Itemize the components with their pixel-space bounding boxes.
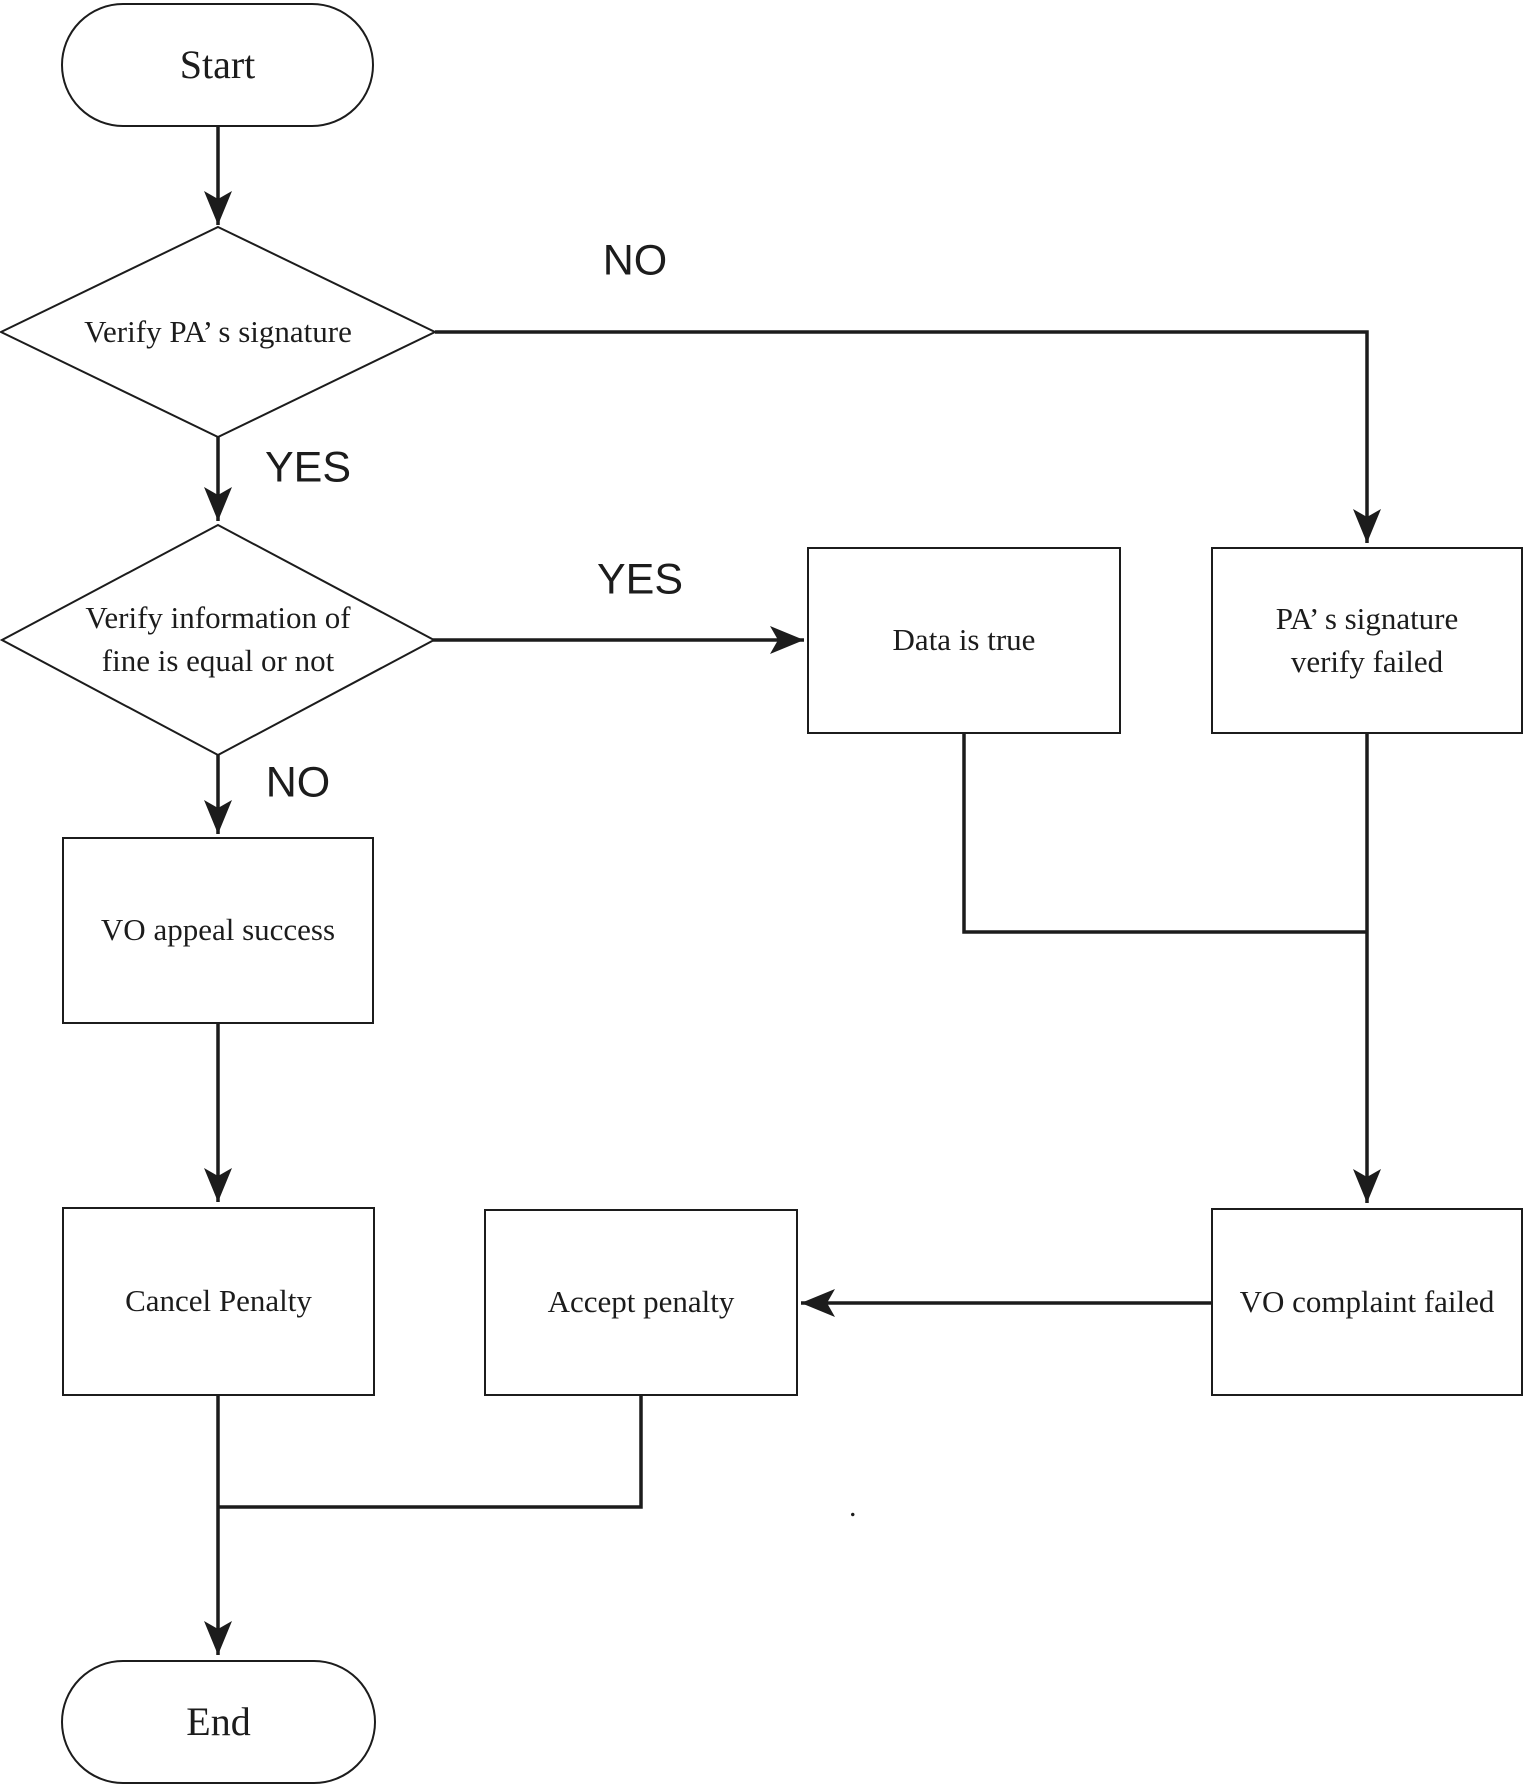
edge-accept-penalty-join	[218, 1395, 643, 1509]
start-terminator-shape	[61, 3, 374, 127]
data-is-true-process-shape	[807, 547, 1121, 734]
edge-data-is-true-join	[962, 733, 1367, 934]
vo-appeal-success-process-shape	[62, 837, 374, 1024]
pa-signature-failed-process-shape	[1211, 547, 1523, 734]
verify-signature-decision-shape	[0, 225, 438, 439]
verify-fine-decision-shape	[0, 523, 437, 757]
cancel-penalty-process-shape	[62, 1207, 375, 1396]
end-terminator-shape	[61, 1660, 376, 1784]
vo-complaint-failed-process-shape	[1211, 1208, 1523, 1396]
edge-no-to-pa-signature-failed	[435, 330, 1381, 543]
accept-penalty-process-shape	[484, 1209, 798, 1396]
